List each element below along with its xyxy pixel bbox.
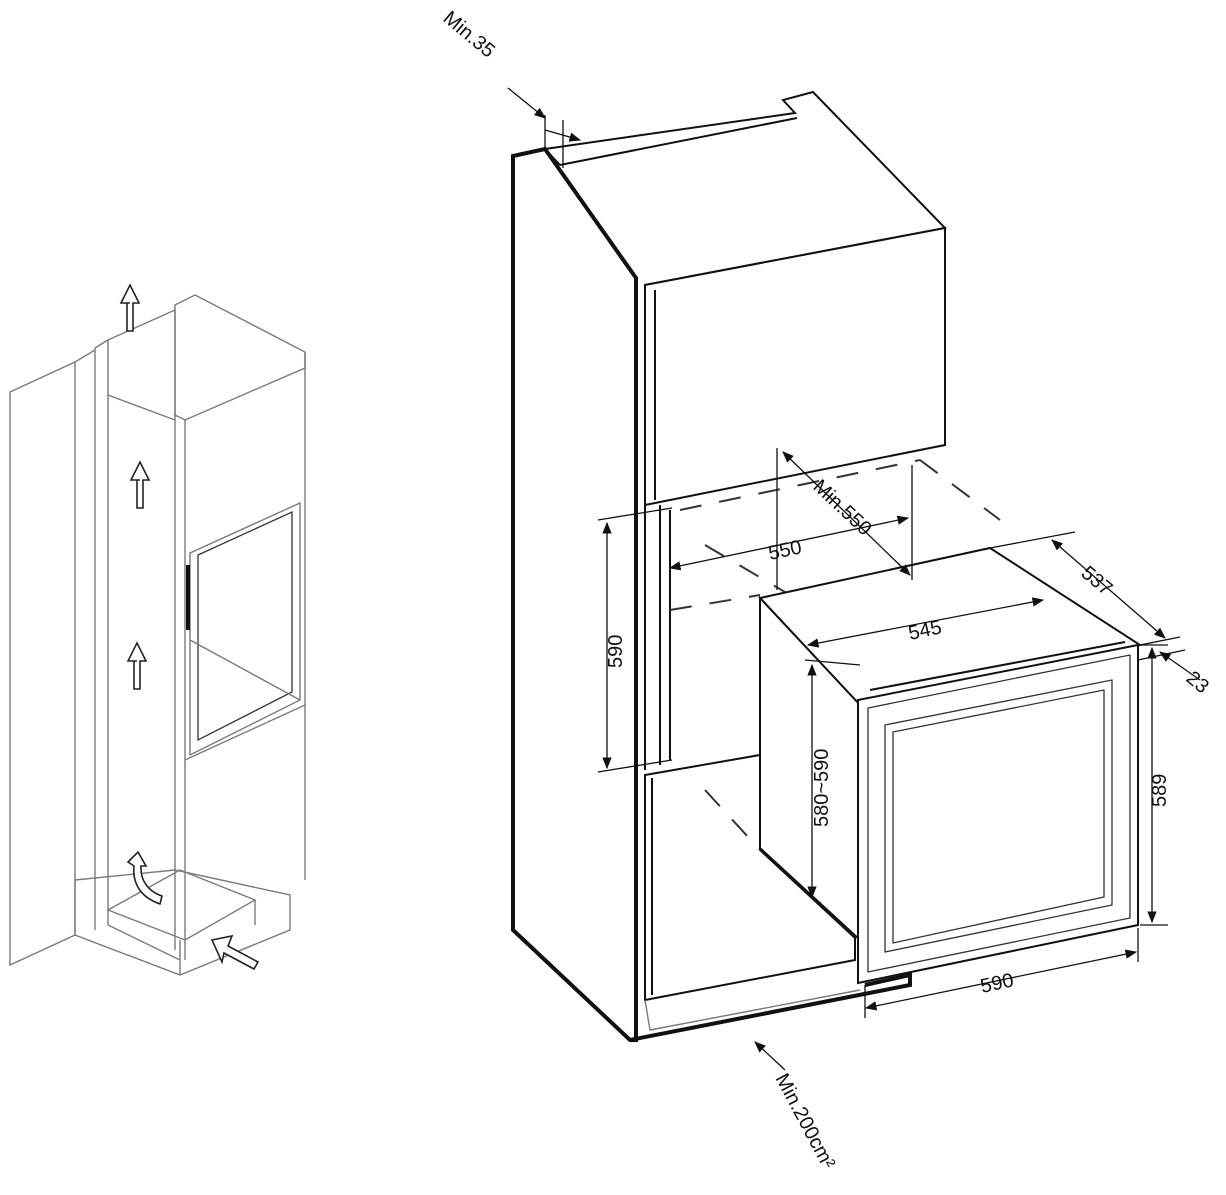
cabinet-drawing: Min.35 Min.550 550 590 537 23 545 580~59… — [439, 7, 1213, 1173]
up-arrow-icon — [119, 283, 141, 332]
upper-cabinet-door — [644, 226, 946, 507]
curved-arrow-icon — [126, 850, 163, 906]
label-vent-area: Min.200cm² — [771, 1070, 840, 1173]
label-door-height: 589 — [1149, 774, 1171, 807]
up-arrow-icon — [126, 641, 148, 690]
label-min-depth: Min.550 — [809, 476, 876, 541]
appliance-door-frame — [857, 643, 1139, 985]
ventilation-sketch — [9, 283, 306, 976]
label-door-thickness: 23 — [1182, 667, 1213, 698]
label-niche-width: 550 — [766, 536, 803, 564]
label-door-width: 590 — [978, 969, 1015, 997]
appliance-glass-panel — [884, 679, 1113, 953]
appliance-door — [197, 510, 293, 742]
top-cabinet-block — [174, 294, 306, 421]
cabinet-side-panel — [511, 146, 638, 1042]
label-min-top-gap: Min.35 — [439, 7, 499, 62]
label-niche-height: 590 — [605, 635, 627, 668]
label-body-height: 580~590 — [811, 749, 833, 827]
inlet-arrow-icon — [210, 934, 260, 971]
appliance-niche — [189, 501, 301, 757]
base-plinth — [74, 869, 291, 976]
side-wall-panel — [9, 360, 76, 967]
up-arrow-icon — [129, 460, 151, 509]
label-cabinet-depth: 537 — [1077, 562, 1117, 600]
